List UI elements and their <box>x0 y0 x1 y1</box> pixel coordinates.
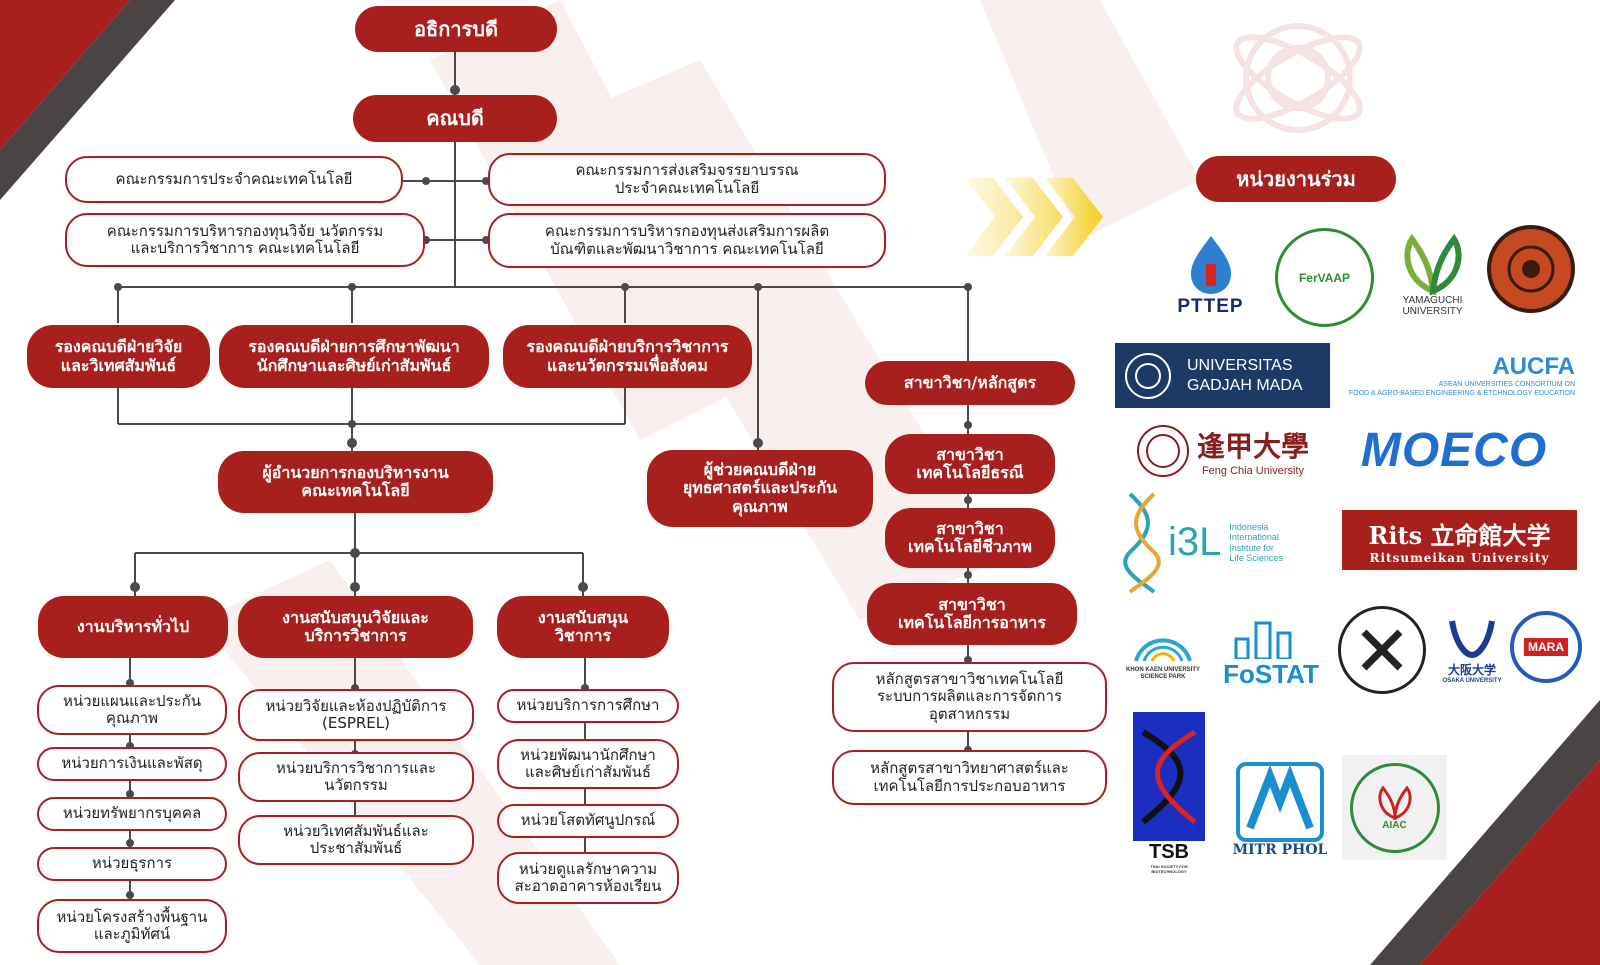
pttep-flame-icon <box>1190 235 1231 294</box>
assistant-dean-node: ผู้ช่วยคณบดีฝ่าย ยุทธศาสตร์และประกัน คุณ… <box>647 450 873 527</box>
tsb-helix-icon <box>1141 729 1197 825</box>
mitr-phol-emblem-icon <box>1236 762 1324 842</box>
vice-dean-student-node: รองคณบดีฝ่ายการศึกษาพัฒนา นักศึกษาและศิษ… <box>219 325 489 388</box>
i3l-dna-icon <box>1123 492 1161 594</box>
pttep-label: PTTEP <box>1177 295 1244 317</box>
yamaguchi-label: YAMAGUCHI UNIVERSITY <box>1402 295 1463 317</box>
departments-header-node: สาขาวิชา/หลักสูตร <box>865 361 1075 405</box>
aiac-plant-icon <box>1377 785 1412 820</box>
director-node: ผู้อำนวยการกองบริหารงาน คณะเทคโนโลยี <box>218 451 493 513</box>
tsb-subtitle: THAI SOCIETY FOR BIOTECHNOLOGY <box>1133 864 1205 874</box>
ritsumeikan-logo: Rits 立命館大学 Ritsumeikan University <box>1342 510 1577 570</box>
program-culinary-box: หลักสูตรสาขาวิทยาศาสตร์และ เทคโนโลยีการป… <box>832 750 1107 805</box>
unit-education-service-box: หน่วยบริการการศึกษา <box>497 689 679 723</box>
tsb-logo: TSB THAI SOCIETY FOR BIOTECHNOLOGY <box>1133 712 1205 874</box>
department-foodtech-node: สาขาวิชา เทคโนโลยีการอาหาร <box>867 583 1077 645</box>
osaka-name: 大阪大学 <box>1447 662 1496 677</box>
unit-cleaning-box: หน่วยดูแลรักษาความ สะอาดอาคารห้องเรียน <box>497 852 679 904</box>
graduate-fund-committee-box: คณะกรรมการบริหารกองทุนส่งเสริมการผลิต บั… <box>488 213 886 268</box>
moeco-label: MOECO <box>1360 424 1548 477</box>
unit-finance-box: หน่วยการเงินและพัสดุ <box>37 747 227 781</box>
ritsumeikan-name: Rits 立命館大学 <box>1368 520 1551 550</box>
feng-chia-emblem-icon <box>1136 424 1189 477</box>
unit-hr-box: หน่วยทรัพยากรบุคคล <box>37 797 227 831</box>
i3l-logo: i3L Indonesia International Institute fo… <box>1122 490 1327 595</box>
unit-admin-box: หน่วยธุรการ <box>37 847 227 881</box>
yamaguchi-logo: YAMAGUCHI UNIVERSITY <box>1385 225 1480 325</box>
feng-chia-english-name: Feng Chia University <box>1201 464 1305 477</box>
gadjah-mada-emblem-icon <box>1125 352 1171 399</box>
unit-foreign-relations-box: หน่วยวิเทศสัมพันธ์และ ประชาสัมพันธ์ <box>238 815 474 865</box>
gadjah-mada-logo: UNIVERSITAS GADJAH MADA <box>1115 343 1330 408</box>
geological-society-logo <box>1338 606 1426 694</box>
mara-label: MARA <box>1524 638 1568 656</box>
kku-science-park-logo: KHON KAEN UNIVERSITY SCIENCE PARK <box>1122 610 1204 688</box>
unit-academic-service-box: หน่วยบริการวิชาการและ นวัตกรรม <box>238 752 474 802</box>
fostat-logo: FoSTAT <box>1210 612 1332 690</box>
gadjah-mada-label: UNIVERSITAS GADJAH MADA <box>1187 356 1303 394</box>
unit-audiovisual-box: หน่วยโสตทัศนูปกรณ์ <box>497 804 679 838</box>
fostat-buildings-icon <box>1234 621 1292 659</box>
pttep-logo: PTTEP <box>1158 228 1263 323</box>
vice-dean-service-node: รองคณบดีฝ่ายบริการวิชาการ และนวัตกรรมเพื… <box>503 325 752 388</box>
mitr-phol-logo: MITR PHOL <box>1230 755 1330 865</box>
unit-student-dev-box: หน่วยพัฒนานักศึกษา และศิษย์เก่าสัมพันธ์ <box>497 739 679 789</box>
chevron-arrows-icon <box>965 178 1103 256</box>
vice-dean-research-node: รองคณบดีฝ่ายวิจัย และวิเทศสัมพันธ์ <box>27 325 210 388</box>
aiac-label: AIAC <box>1382 820 1407 831</box>
faculty-committee-box: คณะกรรมการประจำคณะเทคโนโลยี <box>65 156 403 203</box>
ritsumeikan-english: Ritsumeikan University <box>1369 550 1550 565</box>
i3l-label: i3L <box>1168 520 1222 564</box>
aiac-logo: AIAC <box>1342 755 1447 860</box>
kku-park-arcs-icon <box>1134 638 1192 663</box>
aucfa-subtitle: ASEAN UNIVERSITIES CONSORTIUM ON FOOD & … <box>1348 381 1575 397</box>
dean-node: คณบดี <box>353 95 557 142</box>
i3l-subtitle: Indonesia International Institute for Li… <box>1229 521 1283 563</box>
faculty-seal-watermark <box>1233 23 1363 133</box>
tsb-label: TSB <box>1133 841 1205 864</box>
unit-infrastructure-box: หน่วยโครงสร้างพื้นฐาน และภูมิทัศน์ <box>37 899 227 953</box>
aucfa-title: AUCFA <box>1492 353 1575 381</box>
section-academic-support-node: งานสนับสนุน วิชาการ <box>497 596 669 658</box>
university-seal-logo <box>1487 225 1575 313</box>
mitr-phol-label: MITR PHOL <box>1232 842 1328 858</box>
osaka-english: OSAKA UNIVERSITY <box>1442 677 1502 684</box>
dean-office-node: อธิการบดี <box>355 6 557 52</box>
mara-logo: MARA <box>1510 611 1582 683</box>
kku-park-label: KHON KAEN UNIVERSITY SCIENCE PARK <box>1125 667 1200 680</box>
ethics-committee-box: คณะกรรมการส่งเสริมจรรยาบรรณ ประจำคณะเทคโ… <box>488 153 886 206</box>
department-geotech-node: สาขาวิชา เทคโนโลยีธรณี <box>885 434 1055 494</box>
partners-title-node: หน่วยงานร่วม <box>1196 156 1396 202</box>
department-biotech-node: สาขาวิชา เทคโนโลยีชีวภาพ <box>885 508 1055 568</box>
osaka-emblem-icon <box>1449 619 1495 658</box>
moeco-logo: MOECO <box>1335 423 1573 478</box>
fervaap-logo: FerVAAP <box>1275 228 1374 327</box>
feng-chia-chinese-name: 逢甲大學 <box>1196 429 1309 463</box>
fervaap-label: FerVAAP <box>1298 270 1351 285</box>
section-general-admin-node: งานบริหารทั่วไป <box>38 596 228 658</box>
corner-dark-bottom-right <box>1370 700 1600 965</box>
seal-emblem-icon <box>1507 245 1555 293</box>
crossed-hammers-icon <box>1361 629 1403 671</box>
section-research-support-node: งานสนับสนุนวิจัยและ บริการวิชาการ <box>238 596 473 658</box>
osaka-university-logo: 大阪大学 OSAKA UNIVERSITY <box>1440 604 1504 694</box>
unit-plan-qa-box: หน่วยแผนและประกัน คุณภาพ <box>37 685 227 735</box>
fostat-label: FoSTAT <box>1223 659 1319 689</box>
aucfa-logo: AUCFA ASEAN UNIVERSITIES CONSORTIUM ON F… <box>1340 343 1575 408</box>
feng-chia-logo: 逢甲大學 Feng Chia University <box>1122 418 1322 483</box>
yamaguchi-leaf-icon <box>1403 233 1462 295</box>
corner-dark-top-left <box>0 0 175 200</box>
research-fund-committee-box: คณะกรรมการบริหารกองทุนวิจัย นวัตกรรม และ… <box>65 213 425 267</box>
unit-research-lab-box: หน่วยวิจัยและห้องปฏิบัติการ (ESPREL) <box>238 689 474 741</box>
program-industrial-box: หลักสูตรสาขาวิชาเทคโนโลยี ระบบการผลิตและ… <box>832 662 1107 732</box>
